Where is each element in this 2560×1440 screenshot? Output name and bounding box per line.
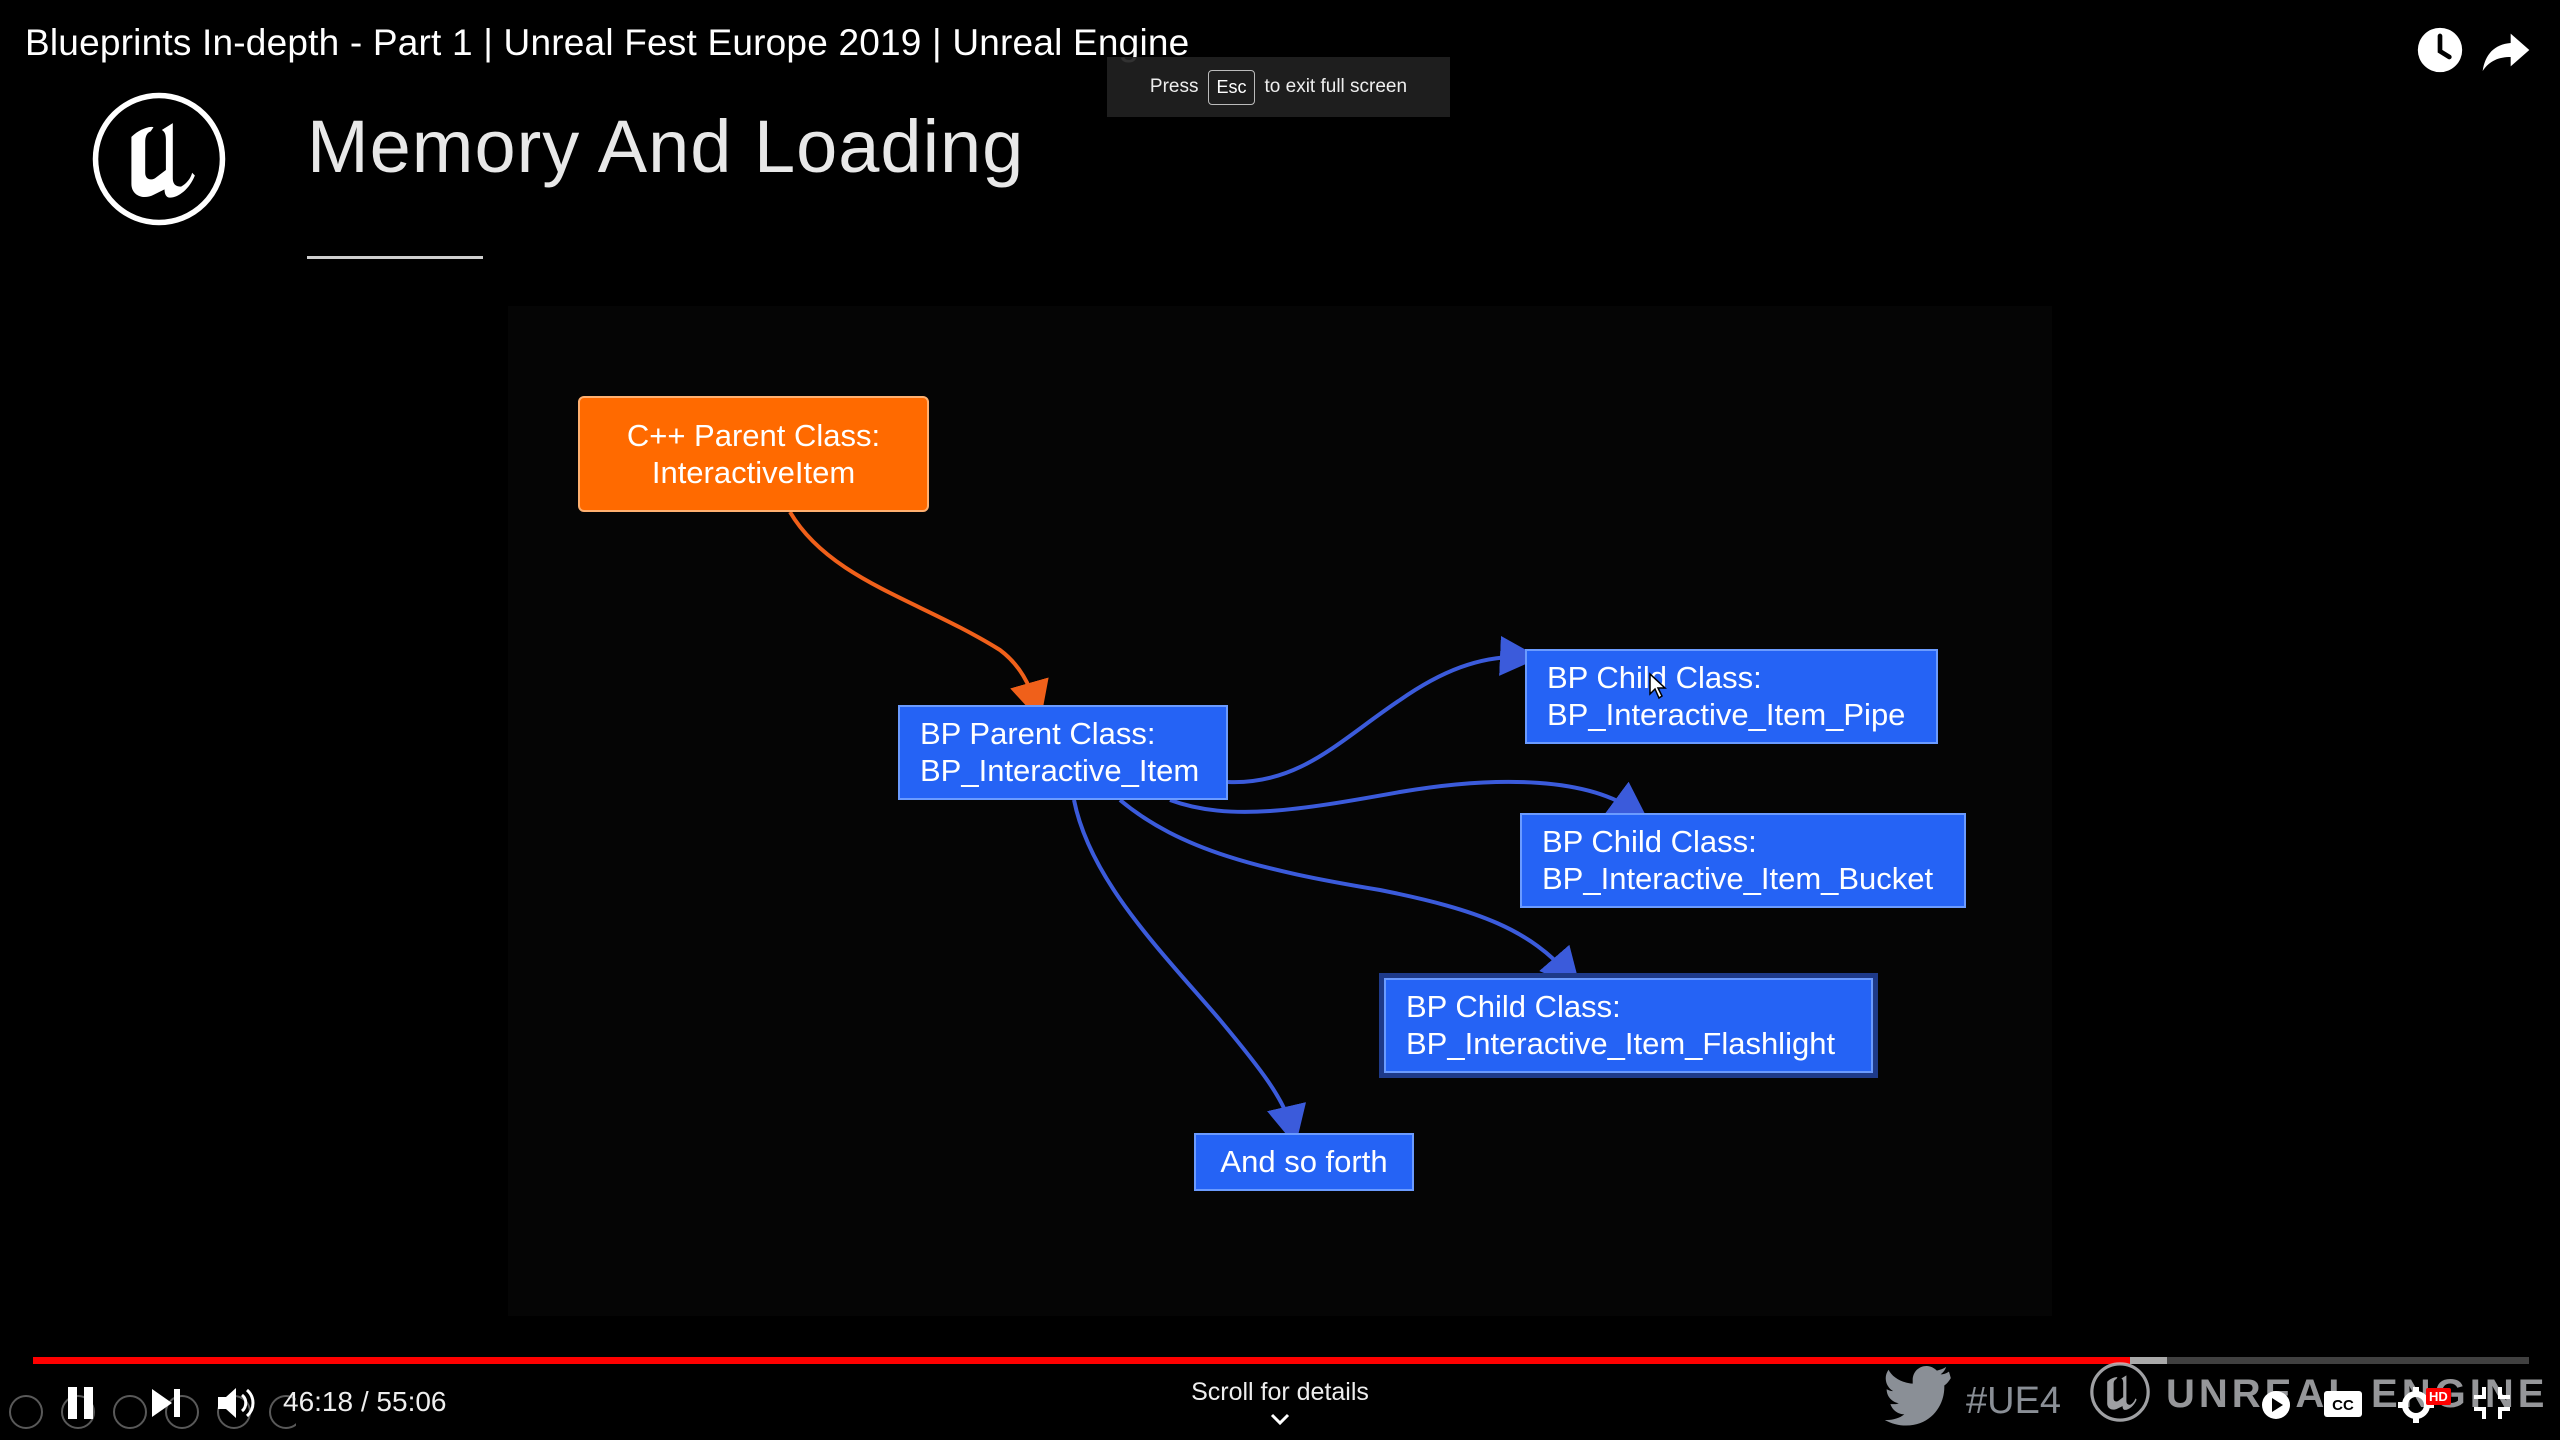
exit-fullscreen-icon[interactable] bbox=[2470, 1383, 2514, 1423]
scroll-for-details[interactable]: Scroll for details bbox=[1191, 1378, 1369, 1406]
node-cpp-parent-line1: C++ Parent Class: bbox=[626, 418, 881, 453]
time-separator: / bbox=[353, 1386, 377, 1417]
next-icon[interactable] bbox=[148, 1383, 186, 1423]
title-underline bbox=[307, 256, 483, 259]
toast-text-before: Press bbox=[1149, 76, 1199, 97]
node-child-flashlight-line2: BP_Interactive_Item_Flashlight bbox=[1406, 1026, 1836, 1061]
miniplayer-icon[interactable] bbox=[2254, 1383, 2298, 1423]
current-time: 46:18 bbox=[283, 1386, 354, 1417]
progress-bar[interactable] bbox=[33, 1357, 2529, 1364]
node-child-pipe: BP Child Class: BP_Interactive_Item_Pipe bbox=[1525, 649, 1938, 744]
node-cpp-parent-class: C++ Parent Class: InteractiveItem bbox=[578, 396, 929, 512]
ghost-overlay-icons bbox=[9, 1395, 296, 1429]
unreal-watermark-logo bbox=[2090, 1362, 2150, 1422]
time-display: 46:18 / 55:06 bbox=[283, 1386, 447, 1418]
node-bp-parent-line1: BP Parent Class: bbox=[920, 716, 1156, 751]
node-cpp-parent-line2: InteractiveItem bbox=[651, 455, 856, 490]
node-child-flashlight-line1: BP Child Class: bbox=[1406, 989, 1621, 1024]
node-and-so-forth: And so forth bbox=[1194, 1133, 1414, 1191]
unreal-engine-logo bbox=[92, 92, 226, 226]
progress-played bbox=[33, 1357, 2130, 1364]
node-child-flashlight: BP Child Class: BP_Interactive_Item_Flas… bbox=[1384, 978, 1873, 1073]
node-child-bucket-line1: BP Child Class: bbox=[1542, 824, 1757, 859]
share-arrow-icon[interactable] bbox=[2478, 22, 2534, 78]
hd-badge: HD bbox=[2426, 1388, 2451, 1405]
node-child-pipe-line2: BP_Interactive_Item_Pipe bbox=[1547, 697, 1906, 732]
node-bp-parent-line2: BP_Interactive_Item bbox=[920, 753, 1200, 788]
clock-icon[interactable] bbox=[2412, 22, 2468, 78]
node-and-so-forth-label: And so forth bbox=[1220, 1144, 1388, 1179]
node-child-bucket-line2: BP_Interactive_Item_Bucket bbox=[1542, 861, 1934, 896]
fullscreen-exit-toast: Press Esc to exit full screen bbox=[1107, 57, 1450, 117]
node-bp-parent-class: BP Parent Class: BP_Interactive_Item bbox=[898, 705, 1228, 800]
watermark-hashtag: #UE4 bbox=[1966, 1380, 2062, 1422]
toast-text-after: to exit full screen bbox=[1264, 76, 1408, 97]
cc-icon[interactable]: CC bbox=[2320, 1383, 2366, 1423]
gear-icon[interactable] bbox=[2394, 1383, 2438, 1423]
esc-key-badge: Esc bbox=[1208, 69, 1255, 105]
node-child-pipe-line1: BP Child Class: bbox=[1547, 660, 1762, 695]
volume-icon[interactable] bbox=[214, 1383, 260, 1423]
video-title[interactable]: Blueprints In-depth - Part 1 | Unreal Fe… bbox=[25, 22, 1190, 63]
duration: 55:06 bbox=[376, 1386, 447, 1417]
twitter-bird-icon bbox=[1884, 1366, 1951, 1426]
chevron-down-icon[interactable] bbox=[1268, 1410, 1292, 1428]
pause-icon[interactable] bbox=[62, 1383, 100, 1423]
slide-title: Memory And Loading bbox=[307, 105, 1025, 188]
mouse-cursor-icon bbox=[1649, 672, 1667, 700]
node-child-bucket: BP Child Class: BP_Interactive_Item_Buck… bbox=[1520, 813, 1966, 908]
svg-text:CC: CC bbox=[2332, 1397, 2354, 1414]
